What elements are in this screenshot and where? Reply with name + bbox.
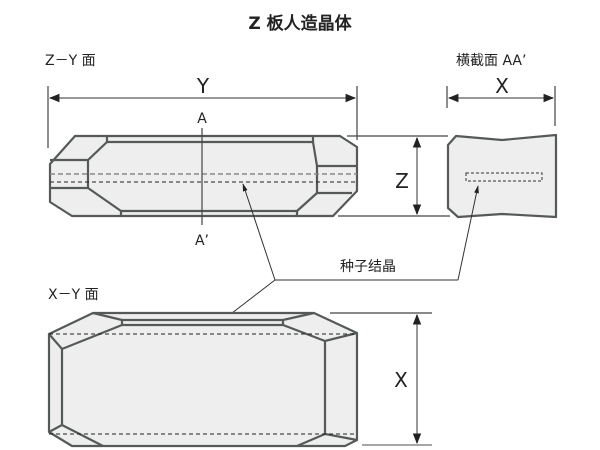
- section-label-a-prime: A’: [195, 233, 209, 249]
- cross-section-label: 横截面 AA’: [456, 53, 526, 69]
- xy-face-crystal: [47, 311, 359, 448]
- cross-section-crystal: [446, 133, 558, 219]
- x-dimension-right: X: [330, 312, 432, 446]
- z-dimension: Z: [338, 135, 450, 217]
- y-dimension: Y: [47, 74, 358, 148]
- zy-face-label: Z－Y 面: [45, 53, 96, 69]
- seed-crystal-label: 种子结晶: [340, 259, 396, 275]
- y-dimension-label: Y: [196, 74, 210, 98]
- z-dimension-label: Z: [395, 169, 409, 193]
- xy-face-label: X－Y 面: [48, 287, 99, 303]
- x-dimension-right-label: X: [394, 368, 408, 392]
- diagram-title: Z 板人造晶体: [248, 13, 352, 34]
- x-dimension-top: X: [446, 74, 556, 126]
- zy-face-crystal: [48, 134, 359, 218]
- seed-crystal-section: [465, 172, 543, 182]
- section-label-a: A: [197, 111, 207, 127]
- section-line-aa: A A’: [195, 111, 209, 249]
- x-dimension-top-label: X: [495, 74, 509, 98]
- seed-crystal-callout: 种子结晶: [205, 183, 479, 334]
